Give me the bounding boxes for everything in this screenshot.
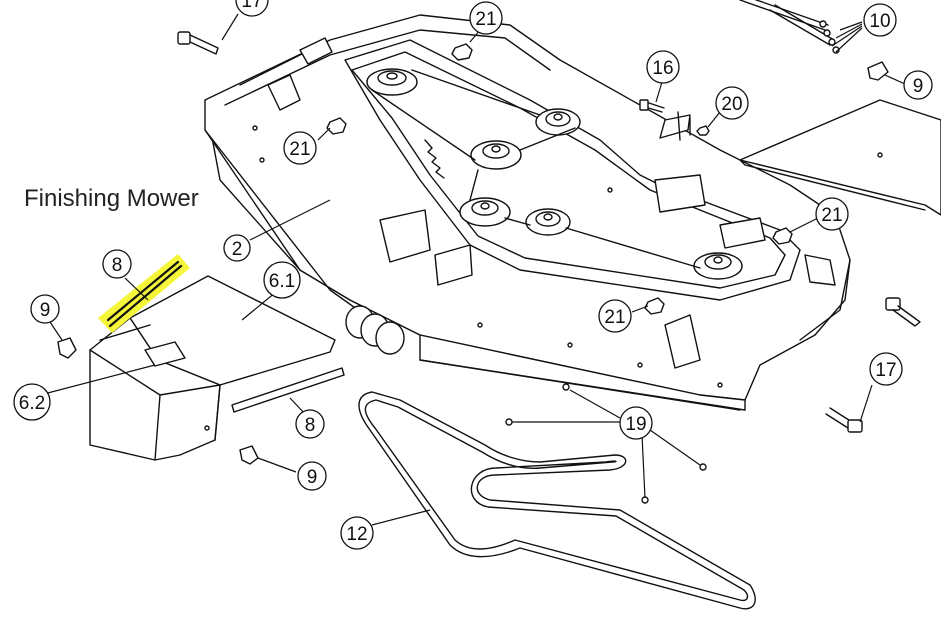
- callout-21-top: 21: [469, 1, 503, 35]
- nuts: [326, 43, 793, 315]
- svg-text:16: 16: [652, 58, 673, 79]
- callout-9-bottom: 9: [297, 461, 327, 491]
- svg-text:12: 12: [346, 524, 367, 545]
- callout-8-bottom: 8: [295, 409, 325, 439]
- clips-9: [57, 61, 889, 465]
- svg-text:9: 9: [913, 76, 924, 97]
- pulley-5: [525, 208, 571, 236]
- callout-21-mid: 21: [598, 299, 632, 333]
- callout-2: 2: [223, 234, 251, 262]
- svg-text:9: 9: [40, 300, 51, 321]
- pulley-2: [535, 108, 581, 136]
- callout-19: 19: [619, 406, 653, 440]
- v-belt: [358, 391, 756, 610]
- lower-rail: [231, 367, 345, 413]
- bolt-right-lower: [825, 407, 863, 433]
- callout-8-top: 8: [102, 249, 132, 279]
- svg-text:21: 21: [604, 307, 625, 328]
- callout-20: 20: [715, 86, 749, 120]
- svg-text:8: 8: [305, 415, 316, 436]
- highlighted-rail: [98, 254, 190, 333]
- pulley-1: [366, 68, 418, 96]
- callout-10: 10: [863, 3, 897, 37]
- callout-6-1: 6.1: [263, 261, 301, 299]
- callout-9-left: 9: [30, 294, 60, 324]
- svg-text:8: 8: [112, 255, 123, 276]
- svg-text:10: 10: [869, 11, 890, 32]
- bolt-16: [639, 99, 691, 141]
- callout-17-top: 17: [235, 0, 269, 17]
- callout-12: 12: [340, 516, 374, 550]
- mower-deck: [204, 14, 851, 411]
- svg-text:21: 21: [289, 139, 310, 160]
- svg-text:17: 17: [241, 0, 262, 12]
- callout-21-right: 21: [815, 197, 849, 231]
- svg-text:19: 19: [625, 414, 646, 435]
- pulley-4: [459, 197, 511, 227]
- front-roller: [345, 305, 405, 355]
- rods-10: [739, 0, 840, 54]
- svg-text:2: 2: [232, 239, 243, 260]
- callout-21-left: 21: [283, 131, 317, 165]
- pulley-3: [470, 140, 522, 170]
- diagram-title: Finishing Mower: [24, 185, 199, 212]
- svg-text:21: 21: [821, 205, 842, 226]
- side-plate: [739, 99, 941, 216]
- callout-6-2: 6.2: [13, 383, 51, 421]
- pulley-6: [693, 252, 743, 280]
- bolt-right-upper: [885, 297, 921, 327]
- bolt-top-left: [177, 31, 219, 55]
- callout-16: 16: [646, 50, 680, 84]
- small-fasteners-19: [505, 383, 707, 504]
- svg-text:17: 17: [875, 360, 896, 381]
- svg-text:20: 20: [721, 94, 742, 115]
- callout-9-right: 9: [903, 70, 933, 100]
- svg-text:6.2: 6.2: [19, 393, 45, 414]
- callout-17-right: 17: [869, 352, 903, 386]
- svg-text:21: 21: [475, 9, 496, 30]
- svg-text:9: 9: [307, 467, 318, 488]
- discharge-chute: [89, 275, 336, 461]
- svg-text:6.1: 6.1: [269, 271, 295, 292]
